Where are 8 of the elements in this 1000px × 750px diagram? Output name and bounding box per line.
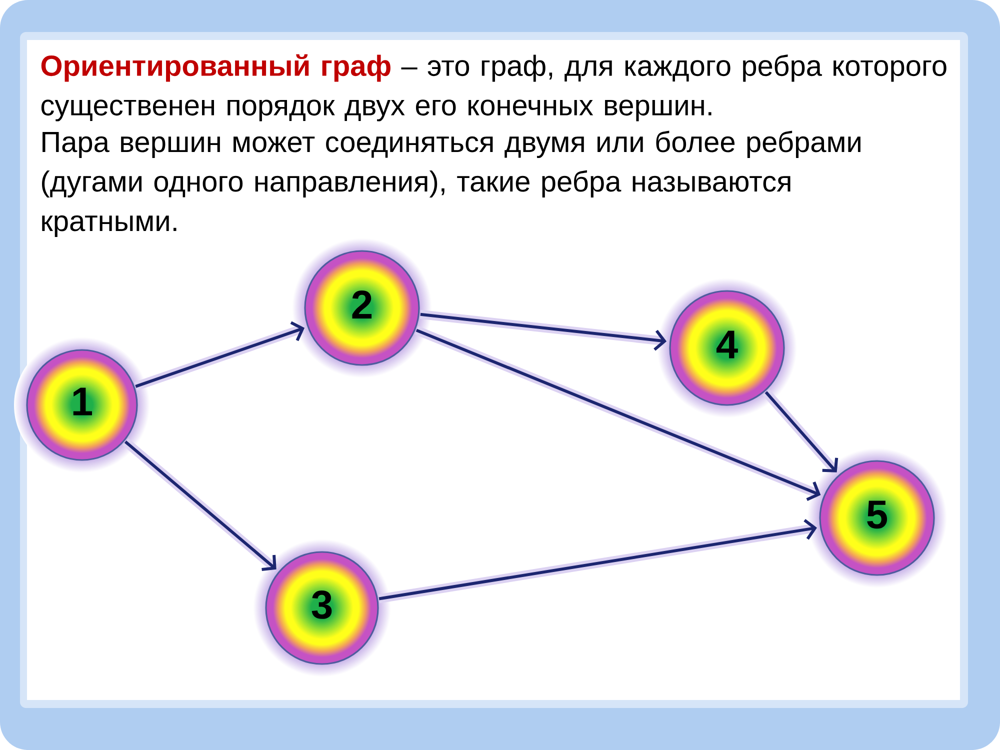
arrow [414,326,822,502]
paragraph: Пара вершин может соединяться двумя или более ребрами (дугами одного направления), такие ребра называются кратными. [42,130,860,237]
arrow [134,321,306,391]
arrow [378,518,818,604]
arrow [122,438,280,573]
paragraph: Ориентированный граф – это граф, для каждого ребра которого существенен порядок двух его конечных вершин. [41,54,946,122]
arrow [762,389,840,476]
arrow [420,310,668,351]
